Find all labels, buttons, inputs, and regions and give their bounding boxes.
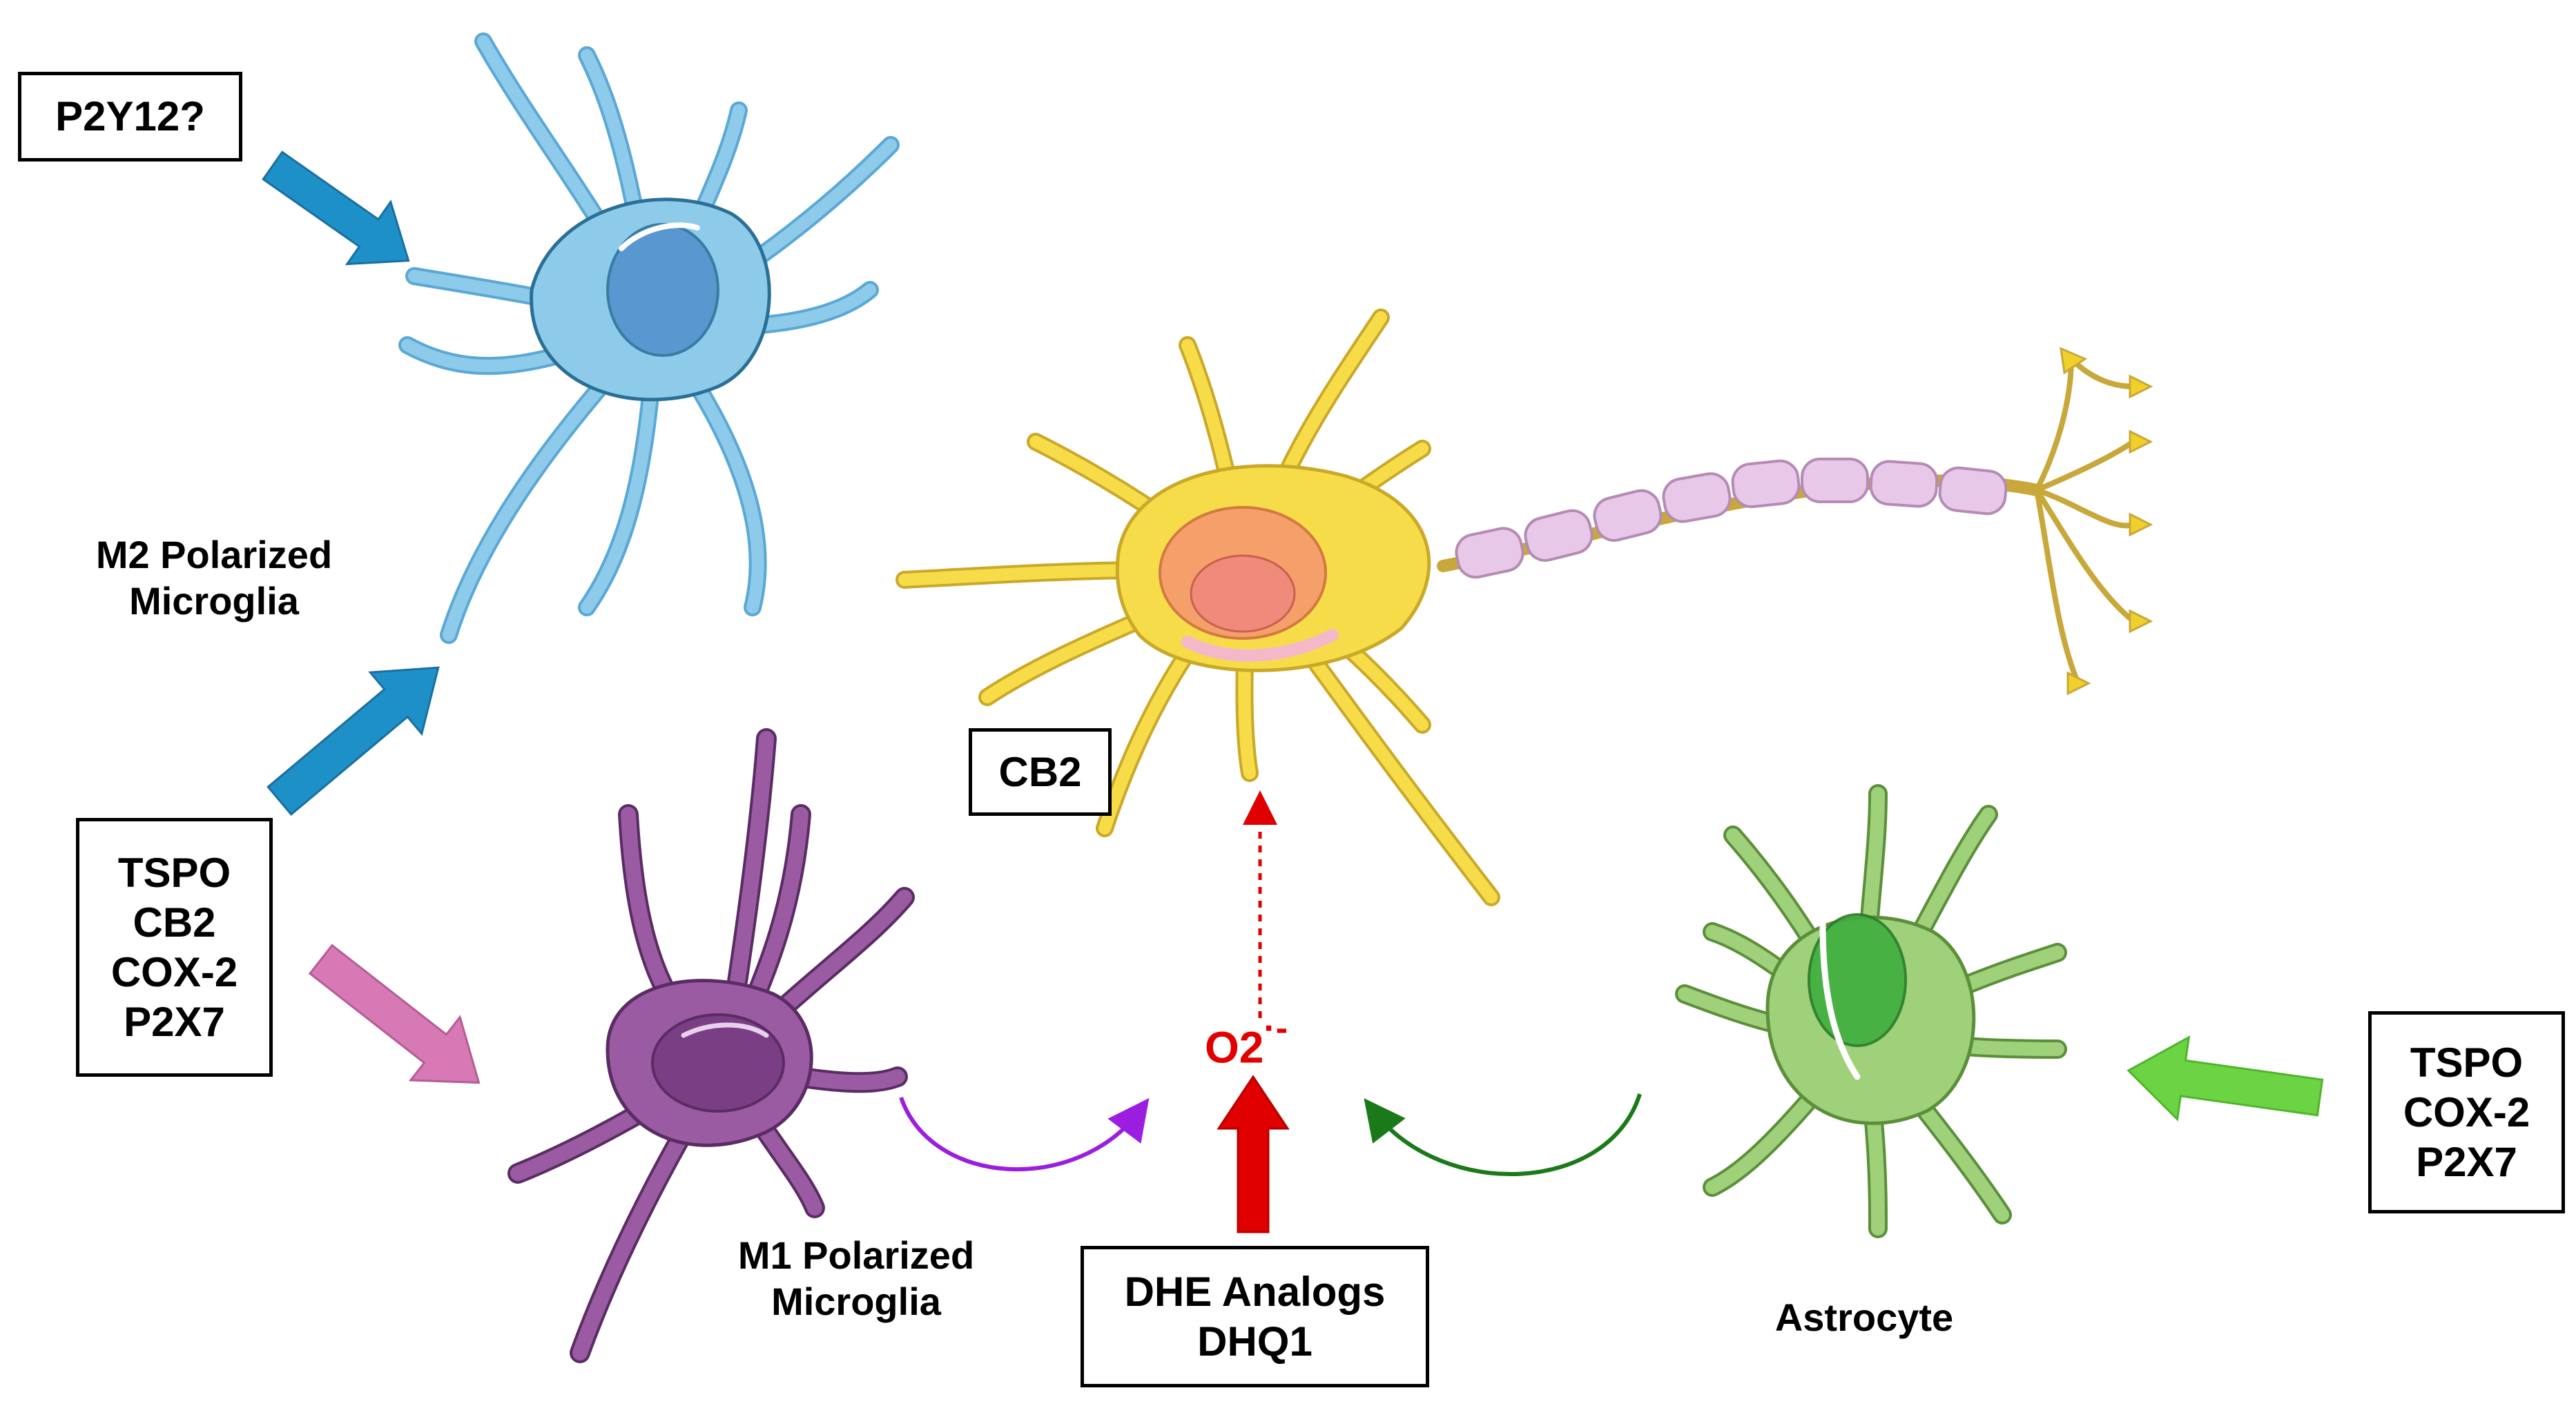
dhe-line-1: DHE Analogs [1124,1268,1386,1315]
m2-label: M2 Polarized Microglia [41,531,387,624]
cb2-line: CB2 [998,748,1082,795]
marker-p2x7: P2X7 [124,998,225,1045]
m2-label-line-2: Microglia [129,579,299,623]
m1-label-line-2: Microglia [771,1280,941,1324]
marker-tspo: TSPO [117,849,231,896]
arrow-dhe-to-ros [1217,1075,1290,1233]
marker-cb2: CB2 [133,899,216,946]
arrow-astrocyte-to-ros [1364,1093,1642,1177]
astrocyte-label-text: Astrocyte [1774,1296,1954,1339]
m2-label-line-1: M2 Polarized [95,533,333,576]
arrow-markers-to-m1 [308,944,481,1084]
myelin-sheath [1455,458,2008,579]
arrow-p2y12-to-m2 [262,150,410,266]
m1-label: M1 Polarized Microglia [684,1232,1029,1325]
superoxide-label: O2·- [1205,1008,1288,1073]
arrow-m1-to-ros [899,1097,1150,1172]
astrocyte-label: Astrocyte [1692,1294,2037,1340]
m2-microglia-cell [398,32,900,644]
astrocyte-cell [1675,784,2067,1238]
arrow-markers-to-astrocyte [2127,1035,2324,1122]
cb2-box: CB2 [969,728,1112,816]
dhe-box: DHE Analogs DHQ1 [1081,1246,1429,1387]
m1-label-line-1: M1 Polarized [737,1233,975,1277]
dhe-line-2: DHQ1 [1197,1318,1313,1365]
marker-cox2-right: COX-2 [2403,1088,2530,1135]
superoxide-base: O2 [1205,1022,1264,1073]
m1-microglia-cell [507,728,915,1363]
left-markers-box: TSPO CB2 COX-2 P2X7 [76,818,273,1077]
neuron-cell [895,309,2153,906]
arrow-markers-to-m2 [267,666,440,817]
right-markers-box: TSPO COX-2 P2X7 [2368,1011,2565,1213]
superoxide-charge: ·- [1263,1008,1288,1048]
p2y12-line: P2Y12? [55,93,205,139]
p2y12-box: P2Y12? [18,72,242,162]
marker-p2x7-right: P2X7 [2416,1138,2517,1185]
marker-cox2: COX-2 [110,948,238,995]
marker-tspo-right: TSPO [2410,1039,2524,1086]
